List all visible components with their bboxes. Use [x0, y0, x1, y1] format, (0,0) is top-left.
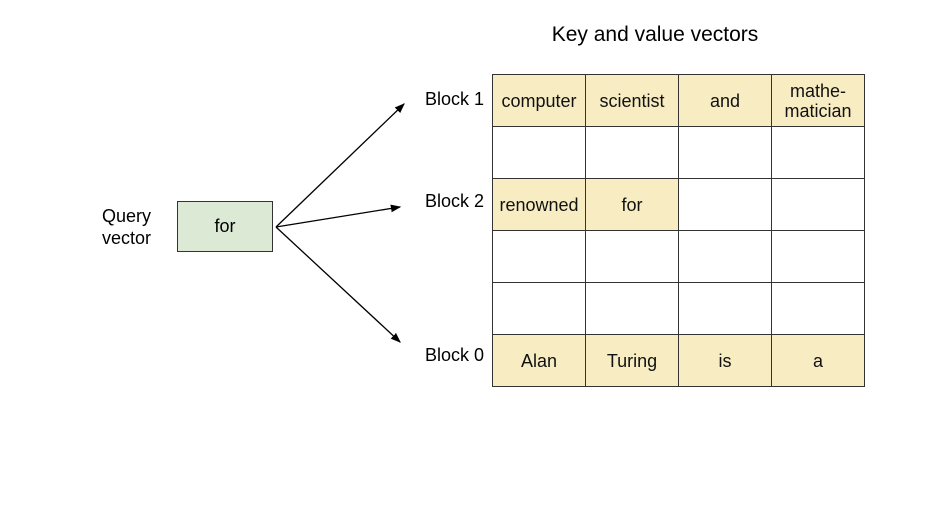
kv-cell: [678, 230, 772, 283]
kv-cell: [771, 230, 865, 283]
table-row-block-2: renowned for: [492, 178, 865, 231]
kv-cell: for: [585, 178, 679, 231]
table-title: Key and value vectors: [551, 23, 759, 46]
block-0-label: Block 0: [424, 345, 484, 365]
kv-cell: [585, 230, 679, 283]
kv-cell: renowned: [492, 178, 586, 231]
kv-cell: [771, 282, 865, 335]
kv-cell: [678, 178, 772, 231]
kv-cell: scientist: [585, 74, 679, 127]
kv-cell: computer: [492, 74, 586, 127]
kv-cell: Turing: [585, 334, 679, 387]
table-row-empty: [492, 230, 865, 283]
table-row-empty: [492, 126, 865, 179]
query-vector-label: Query vector: [102, 206, 152, 248]
block-1-label: Block 1: [424, 89, 484, 109]
query-token: for: [214, 216, 236, 236]
kv-cache-table: computer scientist and mathe- matician r…: [492, 74, 865, 387]
kv-cell: [678, 282, 772, 335]
kv-cell: a: [771, 334, 865, 387]
query-vector-box: for: [177, 201, 273, 252]
table-row-empty: [492, 282, 865, 335]
kv-cell: [678, 126, 772, 179]
kv-cell: [492, 282, 586, 335]
kv-cell: is: [678, 334, 772, 387]
table-row-block-1: computer scientist and mathe- matician: [492, 74, 865, 127]
kv-cell: [585, 126, 679, 179]
kv-cell: and: [678, 74, 772, 127]
kv-cell: [771, 126, 865, 179]
kv-cell: [585, 282, 679, 335]
table-row-block-0: Alan Turing is a: [492, 334, 865, 387]
kv-cell: [492, 126, 586, 179]
arrow-to-block-0-icon: [275, 226, 401, 343]
kv-cell: [492, 230, 586, 283]
block-2-label: Block 2: [424, 191, 484, 211]
kv-cell: Alan: [492, 334, 586, 387]
kv-cell: [771, 178, 865, 231]
kv-cell: mathe- matician: [771, 74, 865, 127]
